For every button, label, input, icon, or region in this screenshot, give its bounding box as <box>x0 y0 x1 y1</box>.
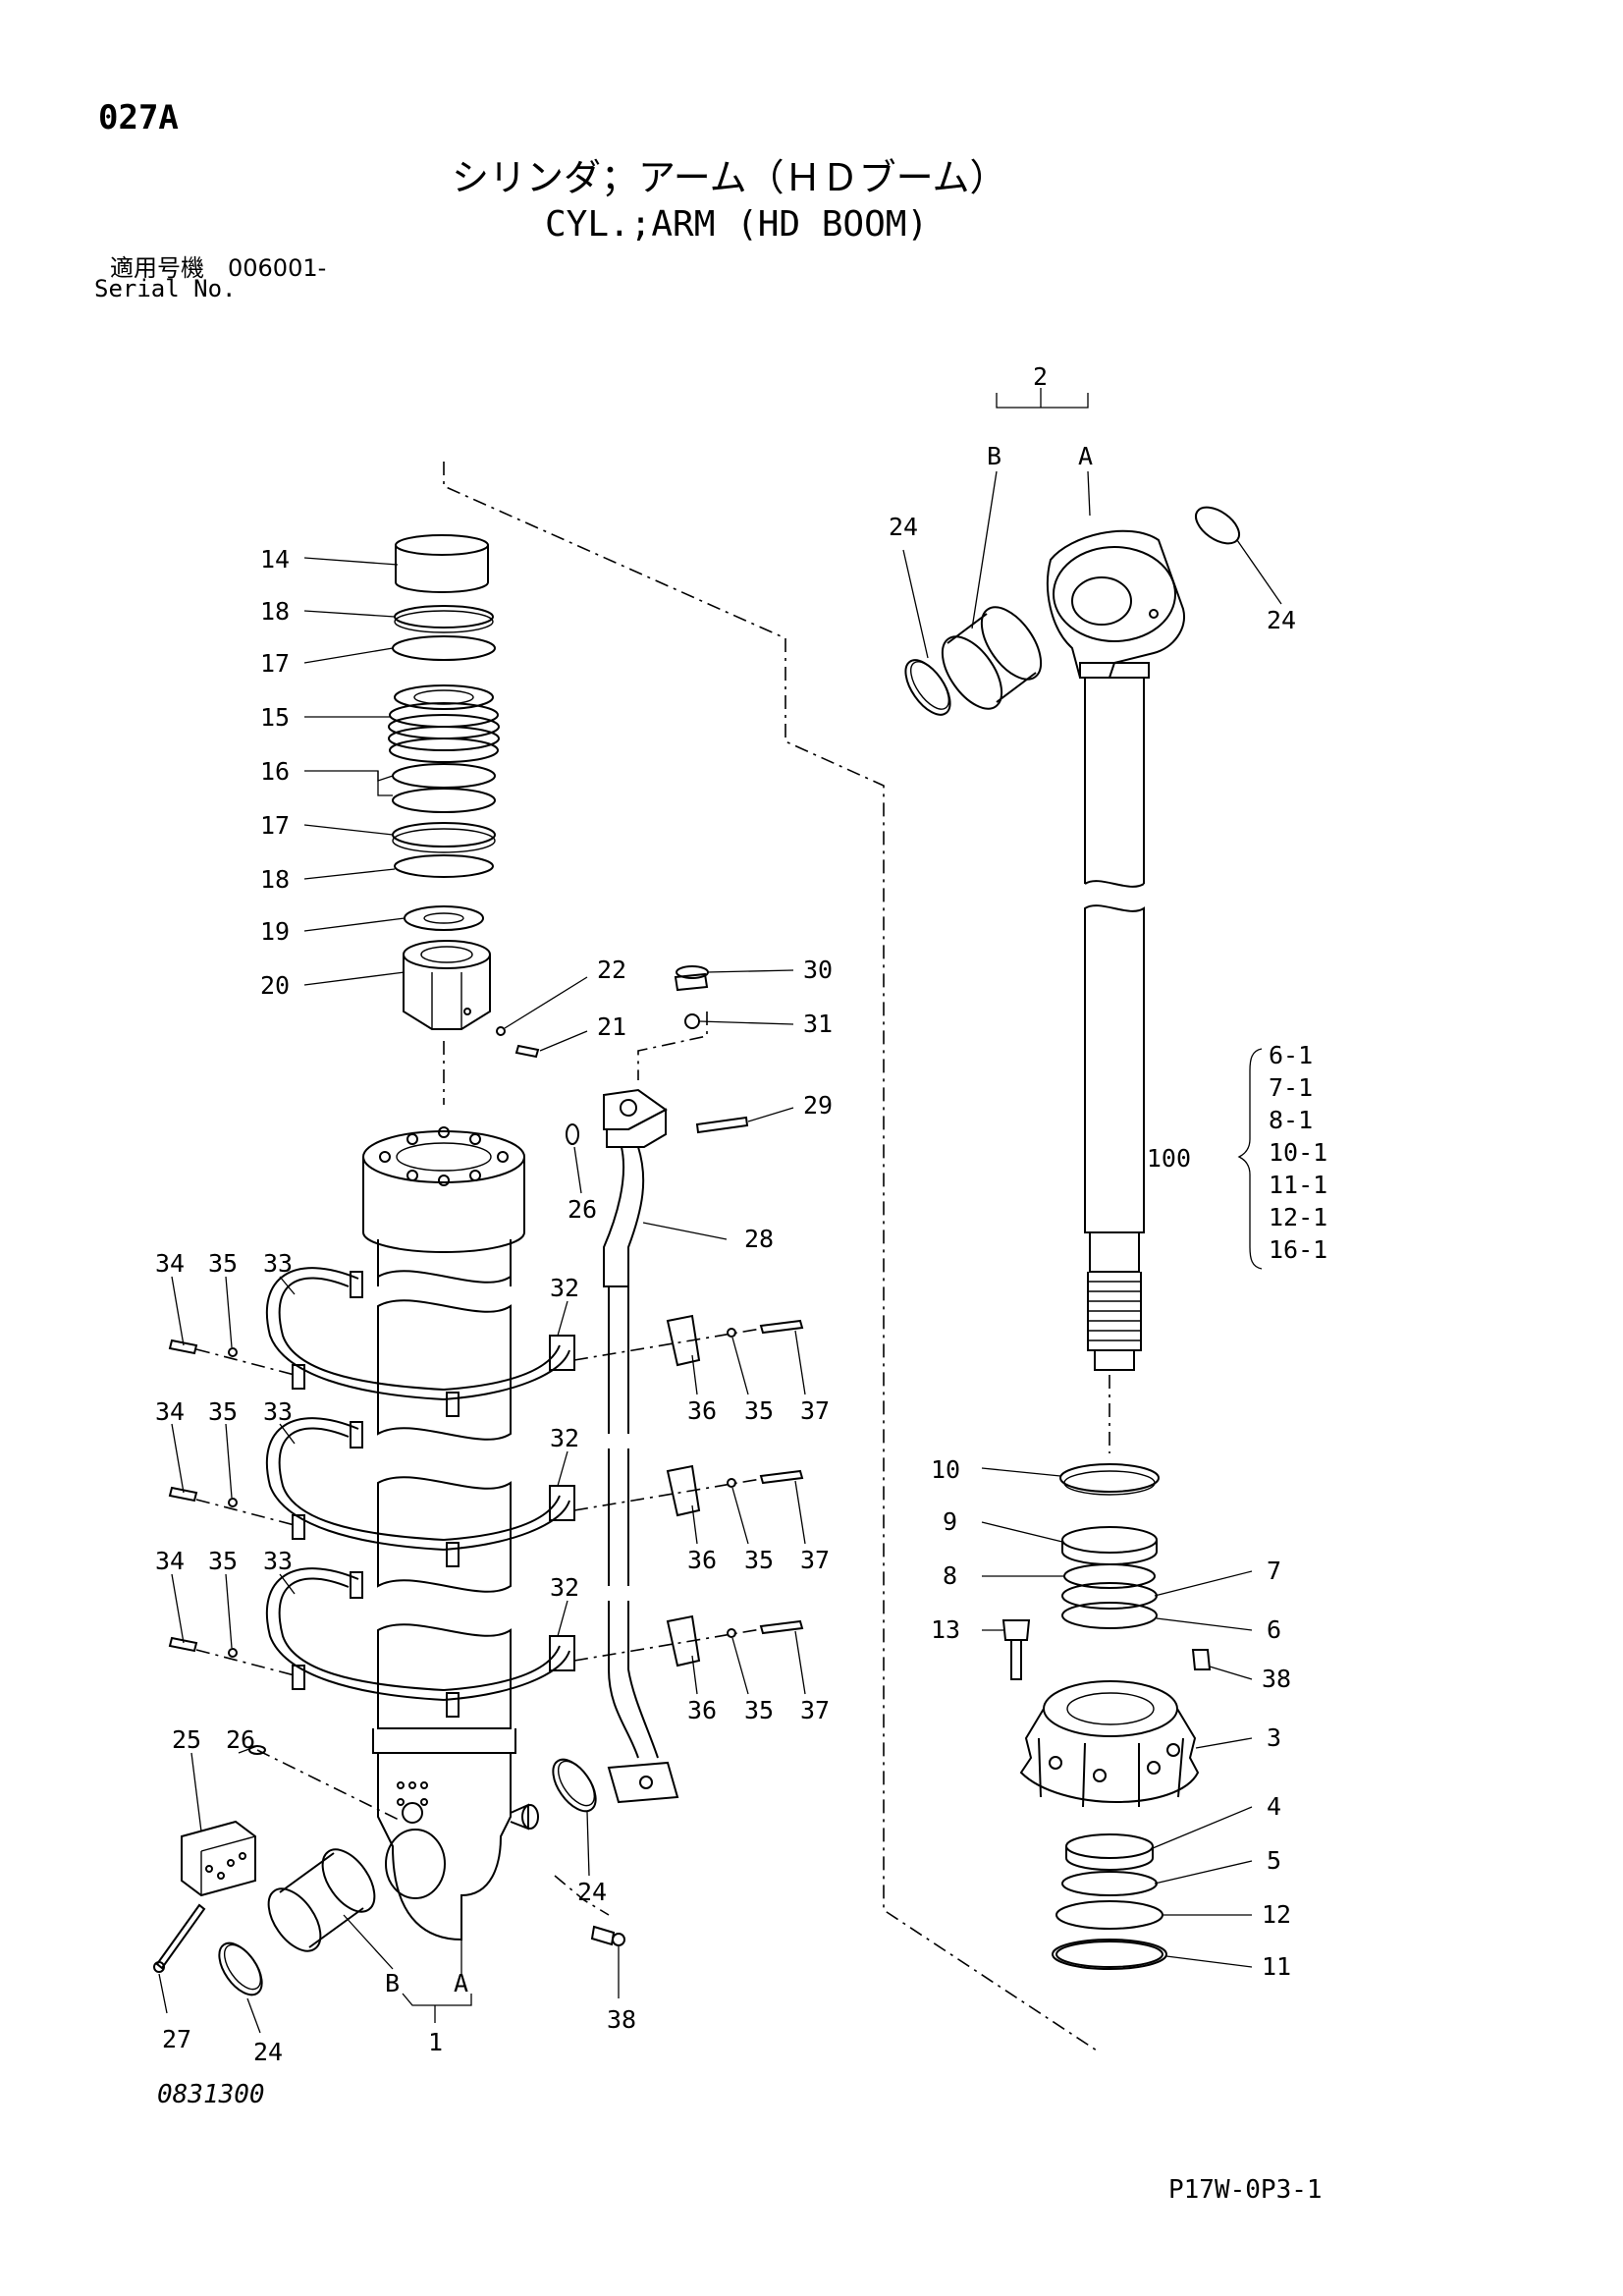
callout-2: 2 <box>1033 362 1048 391</box>
callout-17: 17 <box>260 811 290 840</box>
kit-item-8: 8-1 <box>1269 1106 1313 1134</box>
title-japanese: シリンダ；アーム（ＨＤブーム） <box>452 156 1007 199</box>
callout-35: 35 <box>208 1249 238 1278</box>
serial-label-japanese: 適用号機 006001- <box>110 254 327 282</box>
callout-34: 34 <box>155 1249 185 1278</box>
callout-24: 24 <box>889 513 918 541</box>
callout-32: 32 <box>550 1573 579 1602</box>
callout-30: 30 <box>803 956 833 984</box>
clamp-set-2 <box>265 1417 575 1567</box>
callout-14: 14 <box>260 545 290 574</box>
callout-15: 15 <box>260 703 290 732</box>
assembly-centerlines <box>256 462 1110 2053</box>
page-number: P17W-0P3-1 <box>1168 2175 1323 2205</box>
kit-item-6: 6-1 <box>1269 1041 1313 1069</box>
callout-33: 33 <box>263 1249 293 1278</box>
hydraulic-pipe <box>566 965 749 1804</box>
callout-33: 33 <box>263 1547 293 1575</box>
callout-29: 29 <box>803 1091 833 1120</box>
callout-35: 35 <box>744 1546 774 1574</box>
callout-37: 37 <box>800 1396 830 1425</box>
piston-seal-stack <box>388 534 540 1059</box>
callout-18: 18 <box>260 865 290 894</box>
kit-item-10: 10-1 <box>1269 1138 1327 1167</box>
drawing-number: 0831300 <box>157 2080 265 2109</box>
callout-7: 7 <box>1267 1557 1281 1585</box>
title-english: CYL.;ARM (HD BOOM) <box>545 204 929 245</box>
callout-24: 24 <box>577 1878 607 1906</box>
callout-25: 25 <box>172 1725 201 1754</box>
callout-33: 33 <box>263 1397 293 1426</box>
callout-A: A <box>1078 442 1093 470</box>
cylinder-tube <box>362 1126 539 1941</box>
callout-9: 9 <box>943 1507 957 1536</box>
callout-36: 36 <box>687 1396 717 1425</box>
kit-item-11: 11-1 <box>1269 1171 1327 1199</box>
callout-B: B <box>987 442 1001 470</box>
clamp-set-1 <box>265 1267 575 1417</box>
kit-item-7: 7-1 <box>1269 1073 1313 1102</box>
callout-38: 38 <box>1262 1665 1291 1693</box>
callout-6: 6 <box>1267 1615 1281 1644</box>
cylinder-head <box>1001 1463 1212 1970</box>
callout-34: 34 <box>155 1547 185 1575</box>
callout-21: 21 <box>597 1012 626 1041</box>
clamp-fasteners <box>168 1314 804 1676</box>
callout-18: 18 <box>260 597 290 626</box>
callout-8: 8 <box>943 1561 957 1590</box>
callout-3: 3 <box>1267 1723 1281 1752</box>
callout-31: 31 <box>803 1010 833 1038</box>
callout-24: 24 <box>253 2038 283 2066</box>
serial-label-english: Serial No. <box>94 275 237 302</box>
callout-26: 26 <box>226 1725 255 1754</box>
callout-17: 17 <box>260 649 290 678</box>
callout-24: 24 <box>1267 606 1296 634</box>
kit-item-16: 16-1 <box>1269 1235 1327 1264</box>
callout-27: 27 <box>162 2025 191 2053</box>
callout-34: 34 <box>155 1397 185 1426</box>
callout-36: 36 <box>687 1546 717 1574</box>
callout-12: 12 <box>1262 1900 1291 1929</box>
kit-item-12: 12-1 <box>1269 1203 1327 1231</box>
callout-20: 20 <box>260 971 290 1000</box>
callout-26: 26 <box>568 1195 597 1224</box>
callout-16: 16 <box>260 757 290 786</box>
callout-37: 37 <box>800 1696 830 1724</box>
callout-1: 1 <box>428 2028 443 2056</box>
callout-13: 13 <box>931 1615 960 1644</box>
callout-36: 36 <box>687 1696 717 1724</box>
callout-38: 38 <box>607 2005 636 2034</box>
rod-end-parts-left <box>153 1745 625 1996</box>
callout-35: 35 <box>744 1396 774 1425</box>
callout-28: 28 <box>744 1225 774 1253</box>
callout-10: 10 <box>931 1455 960 1484</box>
callout-100: 100 <box>1147 1144 1191 1173</box>
callout-5: 5 <box>1267 1846 1281 1875</box>
callout-22: 22 <box>597 956 626 984</box>
clamp-set-3 <box>265 1567 575 1718</box>
callout-A: A <box>454 1969 468 1997</box>
leader-lines <box>158 388 1282 2034</box>
callout-32: 32 <box>550 1424 579 1452</box>
callout-labels: 14 18 17 15 16 17 18 19 20 22 21 30 31 2… <box>155 362 1327 2066</box>
callout-19: 19 <box>260 917 290 946</box>
callout-32: 32 <box>550 1274 579 1302</box>
callout-37: 37 <box>800 1546 830 1574</box>
page-code: 027A <box>98 98 179 137</box>
callout-4: 4 <box>1267 1792 1281 1821</box>
callout-35: 35 <box>208 1547 238 1575</box>
callout-B: B <box>385 1969 400 1997</box>
callout-35: 35 <box>744 1696 774 1724</box>
piston-rod <box>904 506 1240 1371</box>
callout-35: 35 <box>208 1397 238 1426</box>
callout-11: 11 <box>1262 1952 1291 1981</box>
